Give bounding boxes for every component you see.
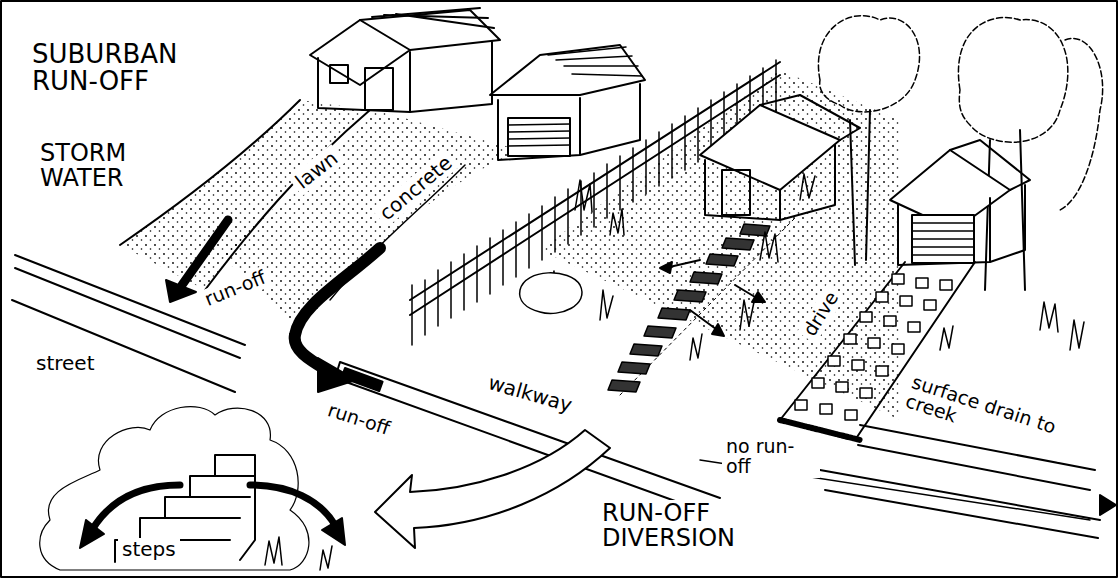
annotation-label: surface drain to creek (899, 370, 1072, 462)
annotation-label: RUN-OFF DIVERSION (598, 500, 796, 552)
annotation-label: walkway (482, 370, 579, 418)
annotation-label: no run-off (722, 436, 820, 478)
annotation-label: steps (118, 538, 180, 561)
annotation-label: run-off (321, 398, 396, 441)
annotation-label: street (32, 352, 99, 375)
diagram-title: SUBURBAN RUN-OFF (28, 40, 211, 97)
annotation-label: STORM WATER (36, 140, 179, 192)
